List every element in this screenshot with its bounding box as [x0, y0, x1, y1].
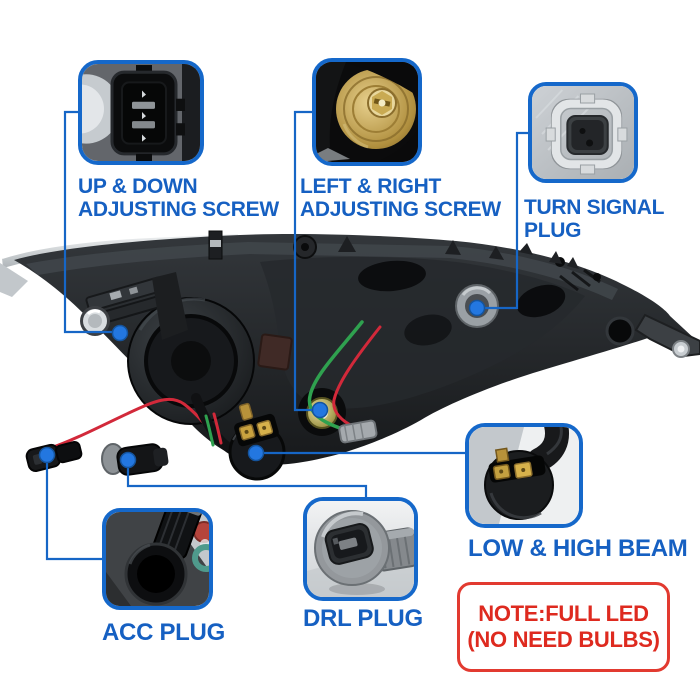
callout-label-acc: ACC PLUG [102, 619, 225, 646]
callout-label-left-right: LEFT & RIGHT ADJUSTING SCREW [300, 175, 501, 221]
full-led-note-box: NOTE:FULL LED (NO NEED BULBS) [457, 582, 670, 672]
callout-dots [38, 299, 486, 469]
callout-label-up-down: UP & DOWN ADJUSTING SCREW [78, 175, 279, 221]
label-line: TURN SIGNAL [524, 196, 665, 219]
up-down-adjusting-screw-photo [82, 64, 200, 161]
projector-boss [127, 297, 255, 425]
callout-label-low-high-beam: LOW & HIGH BEAM [468, 535, 688, 562]
mounting-tail [634, 313, 700, 358]
callout-box-acc [102, 508, 213, 610]
label-line: ACC PLUG [102, 619, 225, 646]
callout-box-up-down [78, 60, 204, 165]
label-line: LEFT & RIGHT [300, 175, 442, 198]
callout-box-left-right [312, 58, 422, 166]
label-line: ADJUSTING SCREW [78, 198, 279, 221]
inline-connector [338, 419, 378, 444]
label-line: DRL PLUG [303, 605, 423, 632]
callout-box-low-high-beam [465, 423, 583, 528]
acc-plug-photo [106, 512, 209, 606]
callout-box-turn-signal [528, 82, 638, 183]
label-line: UP & DOWN [78, 175, 198, 198]
label-line: LOW & HIGH BEAM [468, 535, 688, 562]
mounting-tabs [208, 230, 579, 269]
left-right-adjusting-screw-photo [316, 62, 418, 162]
callout-label-drl: DRL PLUG [303, 605, 423, 632]
label-line: PLUG [524, 219, 582, 242]
callout-leader-lines [45, 110, 528, 561]
callout-box-drl [303, 497, 418, 601]
low-high-beam-plug-photo [469, 427, 579, 524]
turn-signal-plug-photo [532, 86, 634, 179]
drl-plug-photo [307, 501, 414, 597]
note-line-1: NOTE:FULL LED [478, 601, 649, 626]
low-high-beam-connector [228, 402, 286, 481]
note-line-2: (NO NEED BULBS) [467, 627, 660, 652]
callout-label-turn-signal: TURN SIGNAL PLUG [524, 196, 665, 242]
adjuster-bracket [80, 272, 188, 340]
label-line: ADJUSTING SCREW [300, 198, 501, 221]
